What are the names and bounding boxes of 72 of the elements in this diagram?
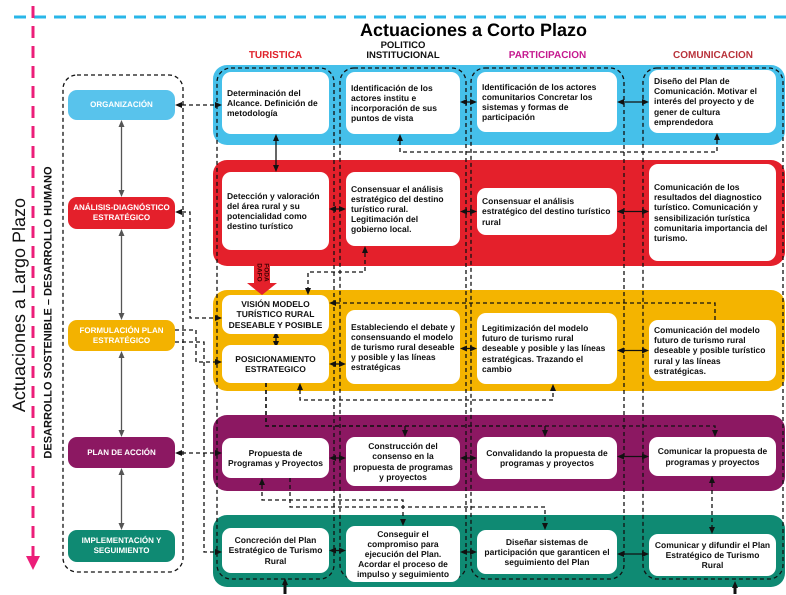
phase-card: PLAN DE ACCIÓN — [68, 437, 175, 468]
arrow — [617, 551, 649, 557]
arrow — [460, 208, 477, 214]
arrow — [460, 99, 477, 105]
step-card: Construcción del consenso en la propuesta de programas y proyectos — [346, 437, 460, 486]
arrow — [329, 206, 346, 212]
step-card: Comunicar la propuesta de programas y proyectos — [649, 437, 776, 476]
step-card: Legitimización del modelo futuro de turismo rural deseable y posible y las líneas estratégicas. Trazando el cambio — [477, 313, 617, 384]
arrow — [460, 455, 477, 461]
arrow — [329, 548, 346, 554]
arrow — [617, 454, 649, 460]
thick-arrow — [282, 578, 288, 594]
step-card: Identificación de los actores comunitarios Concretar los sistemas y formas de participación — [477, 72, 617, 132]
thick-arrow — [732, 581, 738, 594]
dashed-arrow — [709, 476, 715, 534]
arrow — [460, 549, 477, 555]
column-header: TURISTICA — [248, 50, 304, 61]
arrow — [329, 455, 346, 461]
dashed-arrow — [397, 133, 720, 153]
phase-card: FORMULACIÓN PLAN ESTRATÉGICO — [68, 320, 175, 351]
column-header: COMUNICACION — [672, 50, 754, 61]
step-card: Detección y valoración del área rural y su potencialidad como destino turístico — [222, 172, 329, 250]
dashed-arrow — [175, 102, 222, 108]
row-band — [213, 415, 785, 491]
step-card: Comunicar y difundir el Plan Estratégico de Turismo Rural — [649, 534, 776, 576]
dashed-arrow — [175, 341, 222, 555]
step-card: Propuesta de Programas y Proyectos — [222, 438, 329, 478]
arrow — [118, 351, 124, 437]
step-card: VISIÓN MODELO TURÍSTICO RURAL DESEABLE Y POSIBLE — [222, 295, 329, 334]
dashed-arrow — [329, 300, 716, 320]
axis-title: DESARROLLO SOSTENIBLE – DESARROLLO HUMANO — [44, 166, 55, 458]
arrow — [273, 134, 279, 172]
dashed-arrow — [305, 246, 368, 295]
arrow — [273, 331, 279, 348]
step-card: Convalidando la propuesta de programas y proyectos — [477, 437, 617, 479]
dashed-arrow — [175, 329, 222, 365]
step-card: Consensuar el análisis estratégico del destino turístico rural — [477, 188, 617, 235]
arrow — [617, 348, 649, 354]
phase-card: ORGANIZACIÓN — [68, 90, 175, 120]
dashed-arrow — [265, 383, 718, 437]
arrow — [617, 208, 649, 214]
phase-card: ANÁLISIS-DIAGNÓSTICO ESTRATÉGICO — [68, 197, 175, 229]
step-card: Comunicación de los resultados del diagnostico turístico. Comunicación y sensibilización turística comunitaria importancia del turismo. — [649, 164, 776, 261]
step-card: Diseñar sistemas de participación que garanticen el seguimiento del Plan — [477, 530, 617, 574]
column-header: POLITICO INSTITUCIONAL — [365, 41, 441, 62]
dashed-arrow — [259, 478, 406, 526]
row-band — [213, 65, 785, 145]
axis-title: Actuaciones a Largo Plazo — [10, 198, 28, 412]
row-band — [213, 290, 785, 391]
step-card: Determinación del Alcance. Definición de metodología — [222, 72, 329, 134]
step-card: Concreción del Plan Estratégico de Turismo Rural — [222, 528, 329, 573]
step-card: POSICIONAMIENTO ESTRATEGICO — [222, 345, 329, 383]
dashed-arrow — [289, 478, 548, 530]
dashed-arrow — [175, 209, 222, 321]
dashed-arrow — [329, 361, 346, 367]
arrow — [118, 229, 124, 320]
arrow — [118, 120, 124, 197]
step-card: Comunicación del modelo futuro de turismo rural deseable y posible turístico rural y las líneas estratégicas. — [649, 320, 776, 381]
step-card: Conseguir el compromiso para ejecución del Plan. Acordar el proceso de impulso y seguimiento — [346, 526, 460, 582]
column-header: PARTICIPACION — [508, 50, 588, 61]
dashed-arrow — [175, 450, 222, 456]
diagram-title: Actuaciones a Corto Plazo — [360, 20, 588, 41]
step-card: Estableciendo el debate y consensuando el modelo de turismo rural deseable y posible y las líneas estratégicas — [346, 310, 460, 384]
arrow — [460, 346, 477, 352]
step-card: Diseño del Plan de Comunicación. Motivar el interés del proyecto y de gener de cultura emprendedora — [649, 70, 776, 133]
phase-card: IMPLEMENTACIÓN Y SEGUIMIENTO — [68, 530, 175, 562]
row-band — [213, 515, 785, 587]
step-card: Identificación de los actores institu e incorporación de sus puntos de vista — [346, 72, 460, 134]
arrow — [617, 99, 649, 105]
step-card: Consensuar el análisis estratégico del destino turístico rural. Legitimación del gobierno local. — [346, 172, 460, 246]
dashed-arrow — [297, 383, 556, 401]
arrow — [118, 468, 124, 530]
